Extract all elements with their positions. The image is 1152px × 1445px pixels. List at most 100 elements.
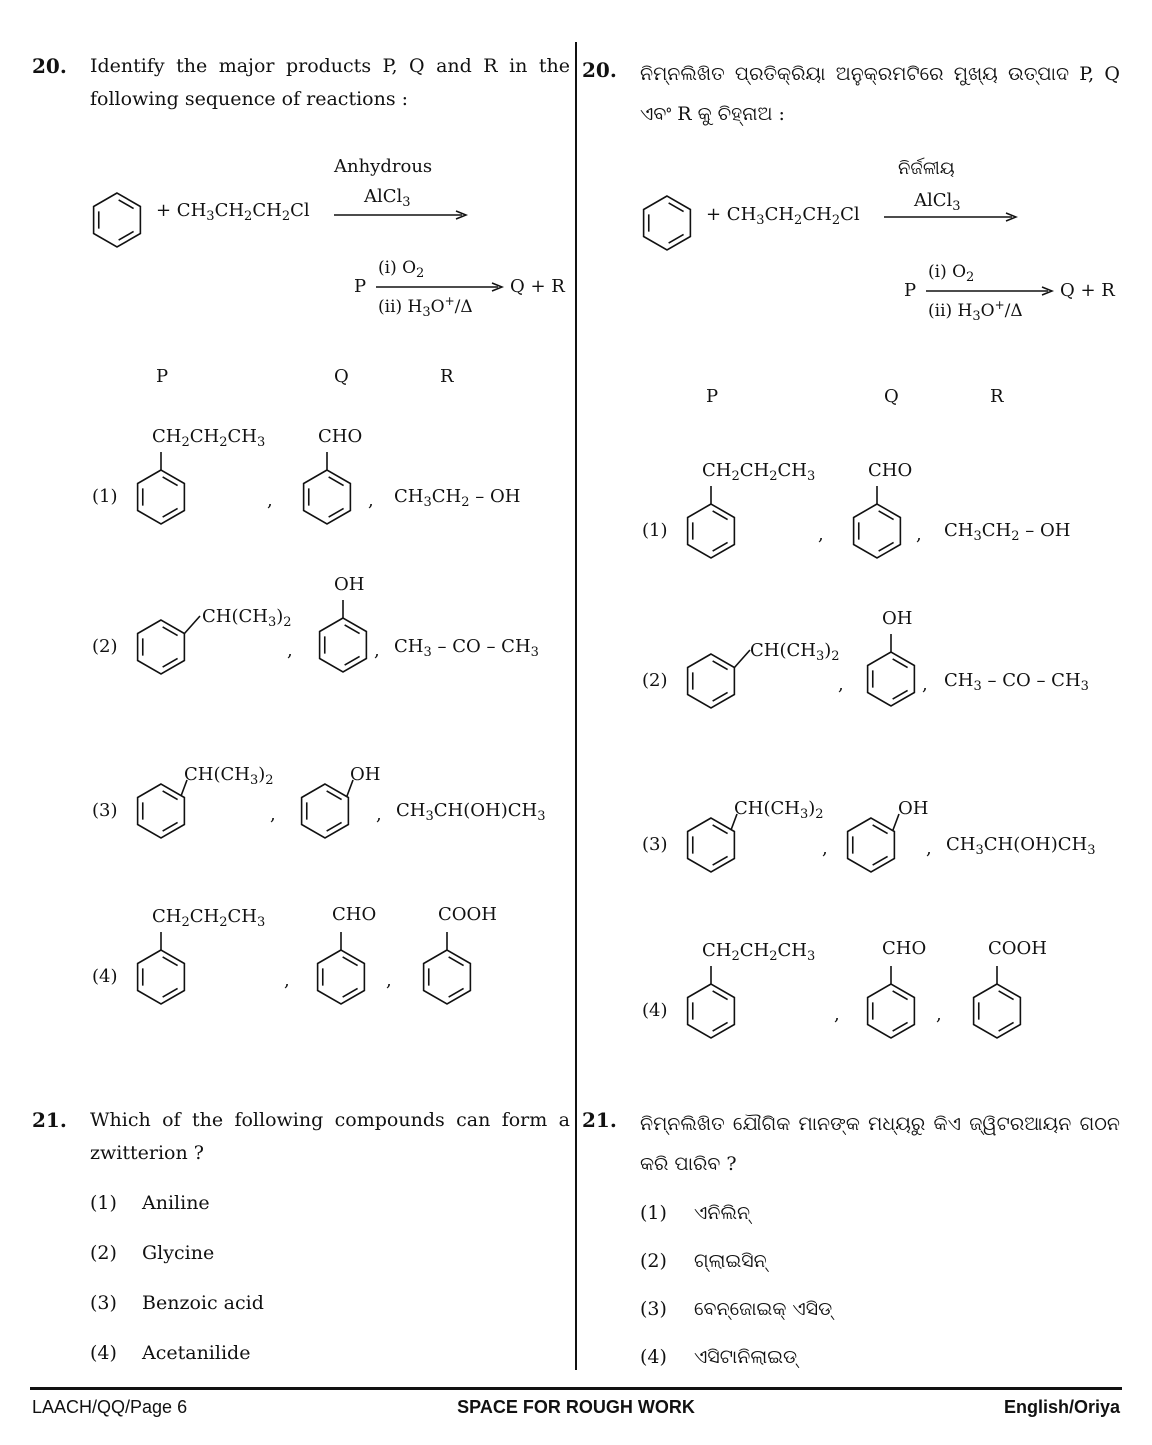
opt4-p-benzene xyxy=(136,949,186,1005)
opt1-p-substituent: CH2CH2CH3 xyxy=(152,426,266,450)
opt4-r-substituent: COOH xyxy=(438,904,497,925)
catalyst-anhydrous: Anhydrous xyxy=(334,156,433,177)
catalyst-alcl3: AlCl3 xyxy=(364,186,411,210)
reagent-propyl-chloride: + CH3CH2CH2Cl xyxy=(156,200,310,224)
opt1-r-or: CH3CH2 – OH xyxy=(944,520,1071,544)
opt2-p-benzene xyxy=(136,619,186,675)
benzene-double-bond xyxy=(712,824,728,835)
benzene-double-bond xyxy=(162,507,178,518)
opt4-r-bond xyxy=(446,932,448,950)
benzene-double-bond xyxy=(998,1021,1014,1032)
opt3-p-benzene xyxy=(136,783,186,839)
opt4-r-bond-or xyxy=(996,966,998,984)
step-1: (i) O2 xyxy=(378,258,425,281)
benzene-double-bond xyxy=(712,855,728,866)
header-p: P xyxy=(156,366,169,387)
opt2-q-benzene-or xyxy=(866,651,916,707)
q20-option-4-label[interactable]: (4) xyxy=(92,966,118,987)
benzene-hexagon xyxy=(972,983,1022,1039)
opt4-q-benzene xyxy=(316,949,366,1005)
opt2-q-substituent: OH xyxy=(334,574,365,595)
opt1-p-bond xyxy=(160,452,162,470)
benzene-hexagon xyxy=(852,503,902,559)
step-2-or: (ii) H3O+/Δ xyxy=(928,298,1023,324)
opt4-p-bond-or xyxy=(710,966,712,984)
benzene-double-bond xyxy=(328,507,344,518)
comma: , xyxy=(386,970,392,991)
benzene-hexagon xyxy=(686,653,736,709)
benzene-double-bond xyxy=(668,233,684,244)
opt3-q-substituent-or: OH xyxy=(898,798,929,819)
comma: , xyxy=(284,970,290,991)
opt4-r-substituent-or: COOH xyxy=(988,938,1047,959)
benzene-double-bond xyxy=(162,821,178,832)
q20-number-or: 20. xyxy=(582,58,617,82)
products-qr: Q + R xyxy=(510,276,565,297)
q20-text-or: ନିମ୍ନଲିଖିତ ପ୍ରତିକ୍ରିୟା ଅନୁକ୍ରମଟିରେ ମୁଖ୍ୟ… xyxy=(640,63,1120,125)
comma: , xyxy=(376,804,382,825)
comma: , xyxy=(270,804,276,825)
q20-option-1-label[interactable]: (1) xyxy=(92,486,118,507)
comma: , xyxy=(922,674,928,695)
q21-option-2-or[interactable]: (2)ଗ୍ଲାଇସିନ୍ xyxy=(640,1250,767,1272)
benzene-double-bond xyxy=(344,655,360,666)
benzene-double-bond xyxy=(668,202,684,213)
q21-option-3-or[interactable]: (3)ବେନ୍‌ଜୋଇକ୍ ଏସିଡ୍ xyxy=(640,1298,833,1320)
opt3-q-benzene-or xyxy=(846,817,896,873)
benzene-hexagon xyxy=(866,651,916,707)
benzene-double-bond xyxy=(162,657,178,668)
benzene-double-bond xyxy=(162,476,178,487)
benzene-hexagon xyxy=(136,949,186,1005)
benzene-hexagon xyxy=(686,983,736,1039)
opt4-q-bond xyxy=(340,932,342,950)
q21-option-1-or[interactable]: (1)ଏନିଲିନ୍ xyxy=(640,1202,751,1224)
benzene-double-bond xyxy=(448,956,464,967)
benzene-double-bond xyxy=(712,691,728,702)
benzene-double-bond xyxy=(872,824,888,835)
q20-option-2-label-or[interactable]: (2) xyxy=(642,670,668,691)
header-r-or: R xyxy=(990,386,1004,407)
q21-option-3[interactable]: (3)Benzoic acid xyxy=(90,1292,264,1314)
q20-option-1-label-or[interactable]: (1) xyxy=(642,520,668,541)
benzene-double-bond xyxy=(892,1021,908,1032)
benzene-double-bond xyxy=(342,987,358,998)
opt4-r-benzene-or xyxy=(972,983,1022,1039)
opt2-p-bond-or xyxy=(733,649,751,669)
benzene-double-bond xyxy=(892,689,908,700)
q21-option-4[interactable]: (4)Acetanilide xyxy=(90,1342,251,1364)
benzene-double-bond xyxy=(326,790,342,801)
opt1-p-benzene-or xyxy=(686,503,736,559)
benzene-double-bond xyxy=(118,230,134,241)
q21-number-or: 21. xyxy=(582,1108,617,1132)
benzene-double-bond xyxy=(344,624,360,635)
q21-text-or: ନିମ୍ନଲିଖିତ ଯୌଗିକ ମାନଙ୍କ ମଧ୍ୟରୁ କିଏ ଜ୍ୱିଟ… xyxy=(640,1113,1120,1175)
opt2-p-bond xyxy=(183,615,201,635)
q21-option-2[interactable]: (2)Glycine xyxy=(90,1242,215,1264)
opt2-p-benzene-or xyxy=(686,653,736,709)
opt2-p-substituent-or: CH(CH3)2 xyxy=(750,640,840,664)
benzene-ring-reactant-or xyxy=(642,195,692,251)
opt2-q-bond-or xyxy=(890,634,892,652)
q20-option-2-label[interactable]: (2) xyxy=(92,636,118,657)
opt1-p-bond-or xyxy=(710,486,712,504)
p-label: P xyxy=(354,276,367,297)
header-r: R xyxy=(440,366,454,387)
q21-option-4-or[interactable]: (4)ଏସିଟାନିଲାଇଡ୍ xyxy=(640,1346,798,1368)
benzene-hexagon xyxy=(136,619,186,675)
comma: , xyxy=(834,1004,840,1025)
opt3-q-bond-or xyxy=(892,813,900,831)
header-q: Q xyxy=(334,366,349,387)
comma: , xyxy=(287,640,293,661)
benzene-double-bond xyxy=(712,660,728,671)
benzene-hexagon xyxy=(866,983,916,1039)
q20-option-4-label-or[interactable]: (4) xyxy=(642,1000,668,1021)
comma: , xyxy=(818,524,824,545)
comma: , xyxy=(267,490,273,511)
q20-option-3-label[interactable]: (3) xyxy=(92,800,118,821)
opt4-p-bond xyxy=(160,932,162,950)
q20-option-3-label-or[interactable]: (3) xyxy=(642,834,668,855)
benzene-double-bond xyxy=(892,990,908,1001)
q21-option-1[interactable]: (1)Aniline xyxy=(90,1192,210,1214)
opt1-q-benzene xyxy=(302,469,352,525)
comma: , xyxy=(838,674,844,695)
